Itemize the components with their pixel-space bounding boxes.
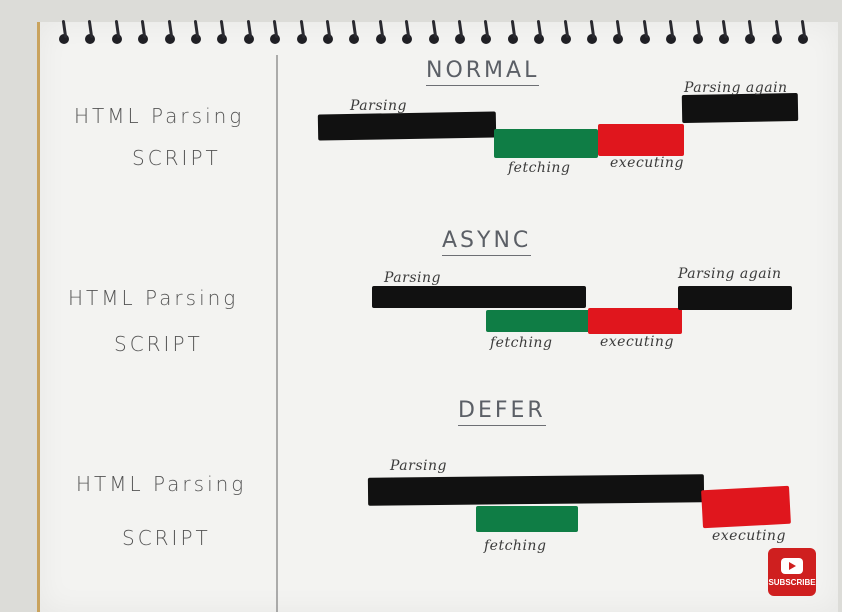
normal-parsing-again-label: Parsing again	[684, 80, 788, 96]
binding-ring	[401, 19, 413, 44]
normal-parsing-label: Parsing	[350, 98, 407, 114]
binding-ring	[84, 19, 96, 44]
defer-executing-bar	[701, 485, 791, 529]
normal-fetching-bar	[494, 129, 598, 158]
defer-executing-label: executing	[712, 528, 786, 544]
binding-ring	[744, 19, 756, 44]
column-divider	[276, 55, 278, 612]
async-parsing-bar	[372, 286, 586, 308]
subscribe-button[interactable]: SUBSCRIBE	[768, 548, 816, 596]
defer-parsing-label: Parsing	[390, 458, 447, 474]
binding-ring	[190, 19, 202, 44]
normal-executing-label: executing	[610, 155, 684, 171]
binding-ring	[718, 19, 730, 44]
normal-script-label: SCRIPT	[132, 146, 221, 170]
binding-ring	[164, 19, 176, 44]
defer-fetching-label: fetching	[484, 538, 547, 554]
binding-ring	[137, 19, 149, 44]
async-parsing-again-bar	[678, 286, 792, 310]
binding-ring	[243, 19, 255, 44]
defer-fetching-bar	[476, 506, 578, 532]
async-parsing-label: Parsing	[384, 270, 441, 286]
binding-ring	[665, 19, 677, 44]
async-executing-label: executing	[600, 334, 674, 350]
binding-ring	[428, 19, 440, 44]
defer-parsing-bar	[367, 474, 705, 506]
normal-title: NORMAL	[426, 58, 540, 86]
async-title: ASYNC	[442, 228, 532, 256]
binding-ring	[797, 19, 809, 44]
binding-ring	[612, 19, 624, 44]
binding-ring	[586, 19, 598, 44]
normal-fetching-label: fetching	[508, 160, 571, 176]
binding-ring	[533, 19, 545, 44]
normal-parsing-again-bar	[681, 92, 799, 124]
binding-ring	[348, 19, 360, 44]
binding-ring	[454, 19, 466, 44]
binding-ring	[322, 19, 334, 44]
async-executing-bar	[588, 308, 682, 334]
binding-ring	[216, 19, 228, 44]
normal-parsing-bar	[317, 111, 497, 141]
defer-html-parsing-label: HTML Parsing	[76, 472, 247, 496]
binding-ring	[296, 19, 308, 44]
async-parsing-again-label: Parsing again	[678, 266, 782, 282]
binding-ring	[58, 19, 70, 44]
binding-ring	[560, 19, 572, 44]
play-icon	[781, 557, 803, 574]
normal-executing-bar	[598, 124, 684, 156]
normal-html-parsing-label: HTML Parsing	[74, 104, 245, 128]
binding-ring	[111, 19, 123, 44]
async-fetching-label: fetching	[490, 335, 553, 351]
binding-ring	[639, 19, 651, 44]
subscribe-label: SUBSCRIBE	[768, 577, 816, 587]
binding-ring	[375, 19, 387, 44]
binding-ring	[507, 19, 519, 44]
defer-title: DEFER	[458, 398, 546, 426]
binding-ring	[692, 19, 704, 44]
binding-ring	[480, 19, 492, 44]
spiral-binding	[58, 19, 838, 50]
async-fetching-bar	[486, 310, 590, 332]
async-script-label: SCRIPT	[114, 332, 203, 356]
binding-ring	[269, 19, 281, 44]
async-html-parsing-label: HTML Parsing	[68, 286, 239, 310]
binding-ring	[771, 19, 783, 44]
defer-script-label: SCRIPT	[122, 526, 211, 550]
